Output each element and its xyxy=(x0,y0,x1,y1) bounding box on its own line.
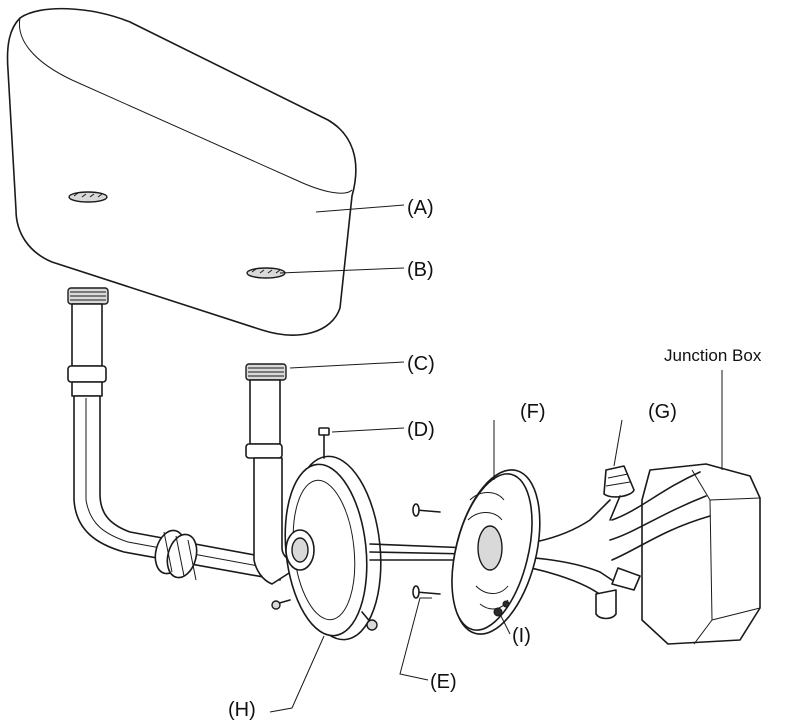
leader-e xyxy=(399,597,432,681)
leader-g xyxy=(613,419,623,467)
label-d: (D) xyxy=(407,419,435,441)
shade-slot-upper xyxy=(68,191,108,203)
part-labels: (A) (B) (C) (D) (E) (F) (G) (H) (I) Junc… xyxy=(228,197,762,721)
label-c: (C) xyxy=(407,353,435,375)
mounting-screw-e-upper xyxy=(412,503,441,517)
label-a: (A) xyxy=(407,197,434,219)
leader-c xyxy=(289,361,405,369)
leader-a xyxy=(315,204,405,213)
label-g: (G) xyxy=(648,401,677,423)
canopy-part-h xyxy=(271,455,382,641)
shade-part-a xyxy=(6,7,357,336)
screw-part-d xyxy=(318,427,330,459)
label-junction-box: Junction Box xyxy=(664,346,762,365)
leader-b xyxy=(279,267,405,274)
left-arm-tube xyxy=(67,287,283,581)
label-f: (F) xyxy=(520,401,546,423)
shade-slot-b xyxy=(246,267,286,279)
leader-h xyxy=(269,635,325,713)
right-arm-tube-c xyxy=(245,363,301,585)
wire-nut-lower xyxy=(595,567,641,620)
wire-nut-part-g xyxy=(603,465,635,521)
junction-box xyxy=(609,463,761,645)
label-h: (H) xyxy=(228,699,256,721)
leader-d xyxy=(331,427,405,433)
mounting-screw-e-lower xyxy=(412,585,441,599)
leader-lines xyxy=(269,204,723,713)
mounting-plate-f xyxy=(451,469,541,635)
canopy-screw-right xyxy=(361,611,378,631)
label-e: (E) xyxy=(430,671,457,693)
label-b: (B) xyxy=(407,259,434,281)
label-i: (I) xyxy=(512,625,531,647)
canopy-screw-left xyxy=(271,599,291,610)
tube-coupling xyxy=(154,529,198,581)
leader-i xyxy=(499,613,511,635)
